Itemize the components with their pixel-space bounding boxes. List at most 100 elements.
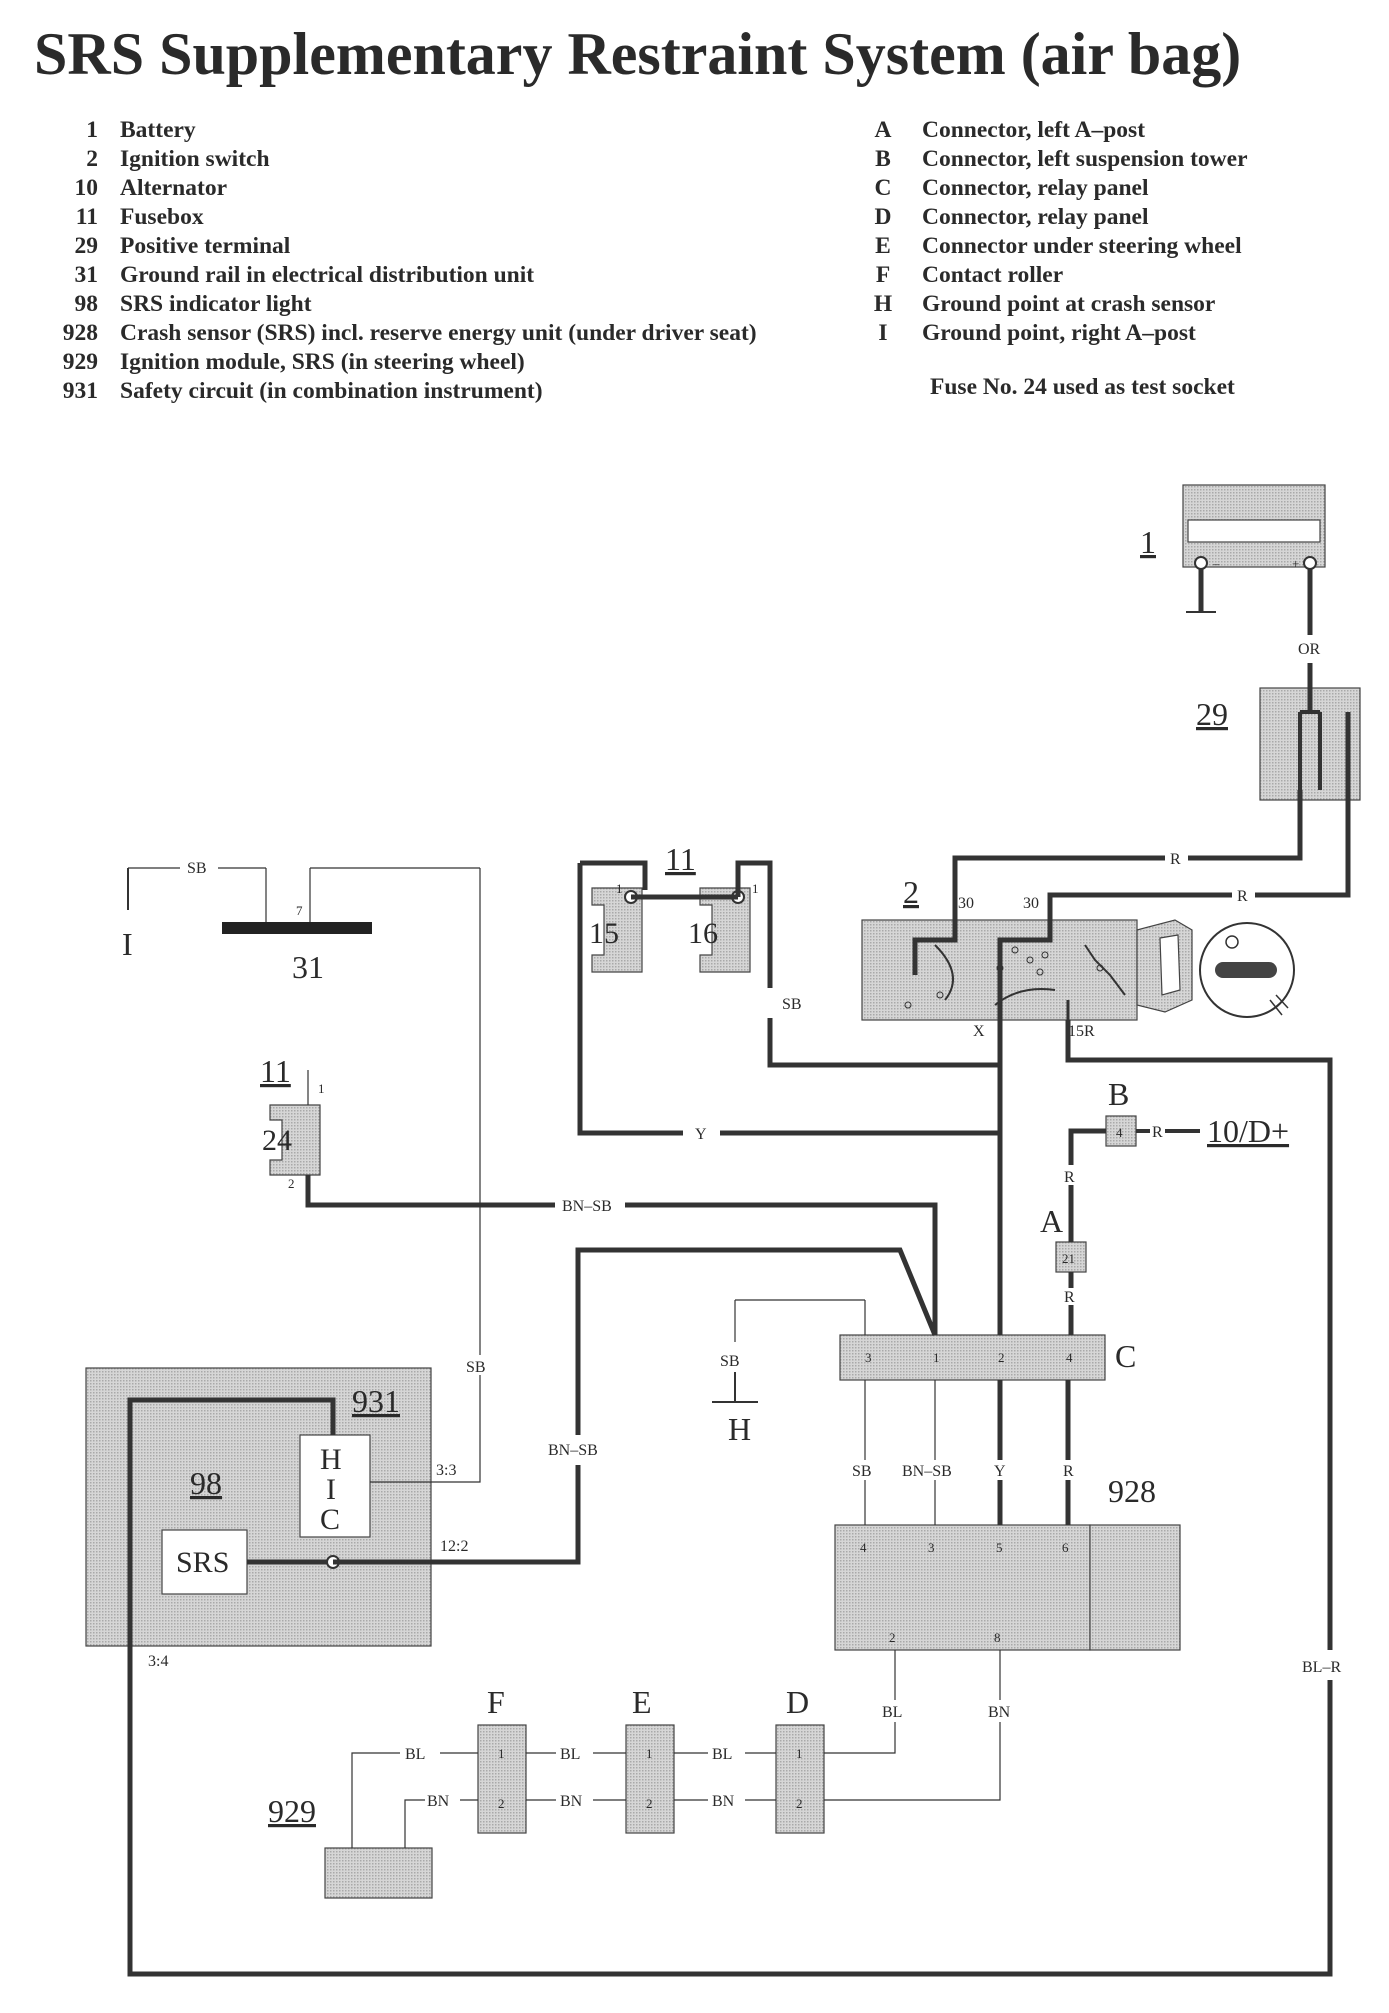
wire-label: BN — [560, 1793, 583, 1810]
fuse-16-label: 16 — [688, 917, 718, 950]
positive-terminal-label: 29 — [1196, 696, 1228, 732]
wire-label: BN — [712, 1793, 735, 1810]
pin-label: 3 — [928, 1540, 935, 1555]
alternator-label: 10/D+ — [1207, 1113, 1289, 1149]
wire-label: R — [1152, 1124, 1163, 1141]
pin-label: 2 — [796, 1796, 803, 1811]
pin-label: 5 — [996, 1540, 1003, 1555]
wire-label: BL — [405, 1746, 425, 1763]
battery: – + 1 — [1140, 484, 1326, 613]
connector-a-label: A — [1040, 1203, 1063, 1239]
safety-circuit-label: 931 — [352, 1383, 400, 1419]
pin-label: 4 — [1066, 1350, 1073, 1365]
pin-label: 12:2 — [440, 1538, 468, 1555]
ground-rail-label: 31 — [292, 949, 324, 985]
pin-label: 1 — [646, 1746, 653, 1761]
wires — [127, 569, 1351, 1977]
wire-label: BN — [988, 1704, 1011, 1721]
wire-label: BL — [560, 1746, 580, 1763]
fuse-15-label: 15 — [589, 917, 619, 950]
pin-label: 2 — [646, 1796, 653, 1811]
wire-label: R — [1170, 851, 1181, 868]
wire-label: R — [1237, 888, 1248, 905]
wire-label: SB — [852, 1463, 872, 1480]
wire-label: SB — [720, 1353, 740, 1370]
pin-label: 1 — [498, 1746, 505, 1761]
pin-label: 1 — [752, 881, 759, 896]
pin-label: 2 — [288, 1176, 295, 1191]
page-title: SRS Supplementary Restraint System (air … — [34, 21, 1242, 87]
combination-instrument: 931 H I C 98 SRS 3:3 12:2 3:4 — [85, 1367, 468, 1670]
hic-i: I — [326, 1473, 336, 1506]
fusebox-top: 11 15 16 1 1 — [589, 841, 759, 973]
hic-c: C — [320, 1503, 340, 1536]
wire-label: R — [1064, 1289, 1075, 1306]
pin-label: 30 — [1023, 895, 1039, 912]
pin-label: X — [973, 1023, 985, 1040]
connector-a: A 21 — [1040, 1203, 1087, 1273]
connector-f-label: F — [487, 1684, 505, 1720]
pin-label: 3:3 — [436, 1462, 456, 1479]
wire-label: SB — [782, 996, 802, 1013]
connector-d-label: D — [786, 1684, 809, 1720]
fusebox-left: 11 24 1 2 — [260, 1053, 325, 1191]
wire-label: BL–R — [1302, 1659, 1341, 1676]
wire-label: BL — [712, 1746, 732, 1763]
crash-sensor: 928 4 3 5 6 2 8 — [834, 1473, 1181, 1651]
ignition-switch: 2 30 30 X 15R — [861, 874, 1295, 1040]
pin-label: 8 — [994, 1630, 1001, 1645]
pin-label: 2 — [889, 1630, 896, 1645]
connector-d: D 1 2 — [775, 1684, 825, 1834]
pin-label: 3:4 — [148, 1653, 168, 1670]
pin-label: 3 — [865, 1350, 872, 1365]
pin-label: 2 — [998, 1350, 1005, 1365]
pin-label: 1 — [933, 1350, 940, 1365]
ground-h: SB H — [712, 1299, 865, 1447]
positive-terminal: 29 — [1196, 687, 1361, 801]
wire-label: BN–SB — [902, 1463, 952, 1480]
pin-label: 30 — [958, 895, 974, 912]
ground-i-label: I — [122, 926, 133, 962]
wire-label: OR — [1298, 641, 1321, 658]
pin-label: 2 — [498, 1796, 505, 1811]
pin-label: 1 — [616, 881, 623, 896]
connector-c-label: C — [1115, 1338, 1136, 1374]
battery-label: 1 — [1140, 524, 1156, 560]
wire-label: R — [1063, 1463, 1074, 1480]
wire-label: BN–SB — [548, 1442, 598, 1459]
connector-b: B 4 10/D+ — [1105, 1076, 1289, 1149]
hic-h: H — [320, 1443, 342, 1476]
fuse-note: Fuse No. 24 used as test socket — [930, 374, 1235, 400]
wire-label: R — [1064, 1169, 1075, 1186]
wire-label: BL — [882, 1704, 902, 1721]
pin-label: + — [1292, 556, 1299, 571]
wire-label: Y — [994, 1463, 1006, 1480]
wire-label: BN–SB — [562, 1198, 612, 1215]
ignition-switch-label: 2 — [903, 874, 919, 910]
fusebox-left-label: 11 — [260, 1053, 291, 1089]
wire-label: BN — [427, 1793, 450, 1810]
ground-h-label: H — [728, 1411, 751, 1447]
pin-label: 15R — [1068, 1023, 1095, 1040]
wire-label: Y — [695, 1126, 707, 1143]
pin-label: 21 — [1062, 1251, 1075, 1266]
pin-label: – — [1212, 556, 1220, 571]
pin-label: 1 — [318, 1081, 325, 1096]
connector-f: F 1 2 — [477, 1684, 527, 1834]
ground-rail-31: SB I 7 31 — [122, 860, 480, 985]
